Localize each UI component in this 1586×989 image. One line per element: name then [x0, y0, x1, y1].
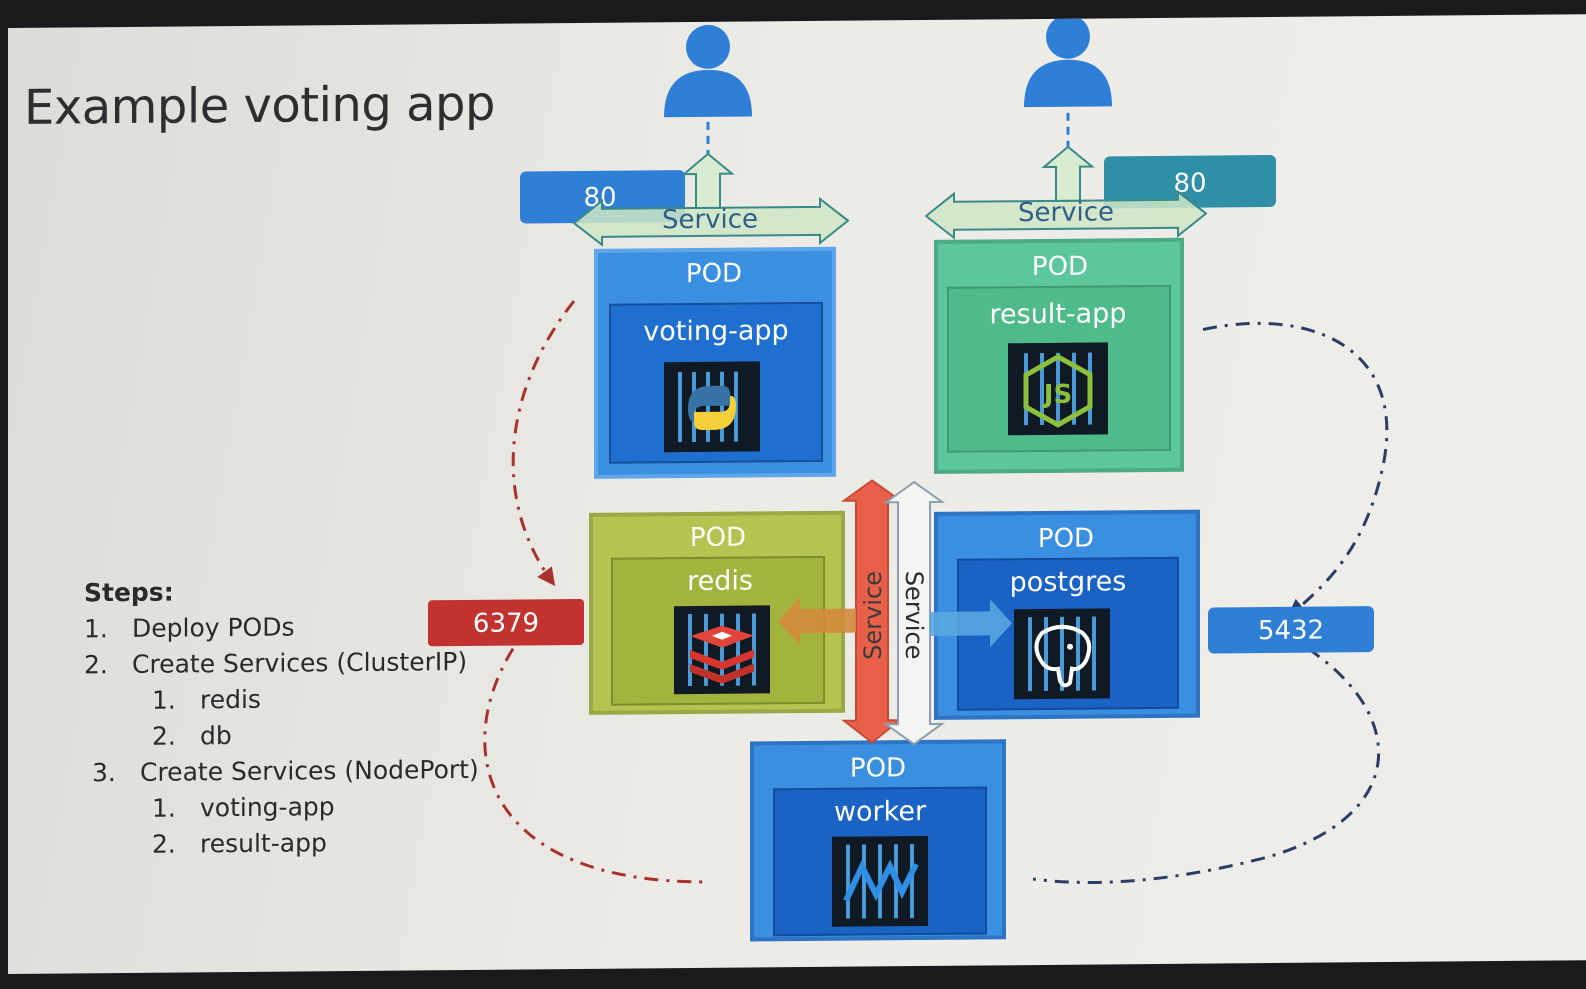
pod-voting-kind: POD — [686, 259, 742, 289]
internal-service-label-left: Service — [859, 571, 887, 660]
postgresql-icon — [1014, 608, 1110, 700]
voting-service-label: Service — [662, 204, 758, 235]
pod-worker-name: worker — [834, 796, 927, 828]
internal-service-arrow-white — [882, 480, 946, 746]
nodejs-icon: JS — [1008, 342, 1108, 436]
result-service-arrow — [924, 189, 1208, 240]
user-icon-voting — [664, 24, 752, 118]
user-icon-result — [1024, 14, 1112, 108]
python-icon — [664, 361, 760, 453]
dotnet-icon — [832, 835, 928, 927]
pod-result-kind: POD — [1032, 252, 1088, 282]
to-redis-arrow — [778, 597, 856, 646]
db-port-label: 5432 — [1258, 616, 1324, 647]
internal-service-label-right: Service — [900, 571, 928, 660]
redis-port-box — [428, 599, 584, 647]
redis-port-label: 6379 — [473, 608, 539, 639]
pod-worker-kind: POD — [850, 753, 906, 783]
result-service-label: Service — [1018, 197, 1114, 228]
pod-redis-kind: POD — [690, 523, 746, 553]
result-db-curve — [1202, 321, 1389, 618]
architecture-diagram: 80 Service 80 Service POD voting-app POD… — [428, 14, 1389, 942]
pod-postgres-name: postgres — [1010, 566, 1127, 598]
db-worker-curve — [1032, 647, 1381, 884]
voting-service-up-arrow — [681, 152, 735, 210]
result-port-box — [1104, 154, 1276, 209]
pod-postgres-kind: POD — [1038, 524, 1094, 554]
redis-connection-curve — [511, 300, 576, 587]
voting-service-arrow — [572, 196, 850, 247]
to-postgres-arrow — [930, 599, 1012, 648]
pod-result-name: result-app — [990, 298, 1127, 330]
slide: Example voting app Steps: 1.Deploy PODs … — [8, 14, 1586, 974]
redis-icon — [674, 605, 770, 695]
svg-text:JS: JS — [1042, 380, 1072, 410]
redis-worker-curve — [483, 647, 709, 884]
db-port-box — [1208, 606, 1374, 654]
result-service-up-arrow — [1041, 145, 1095, 202]
pod-redis-name: redis — [687, 565, 753, 597]
pod-voting-name: voting-app — [643, 315, 788, 347]
